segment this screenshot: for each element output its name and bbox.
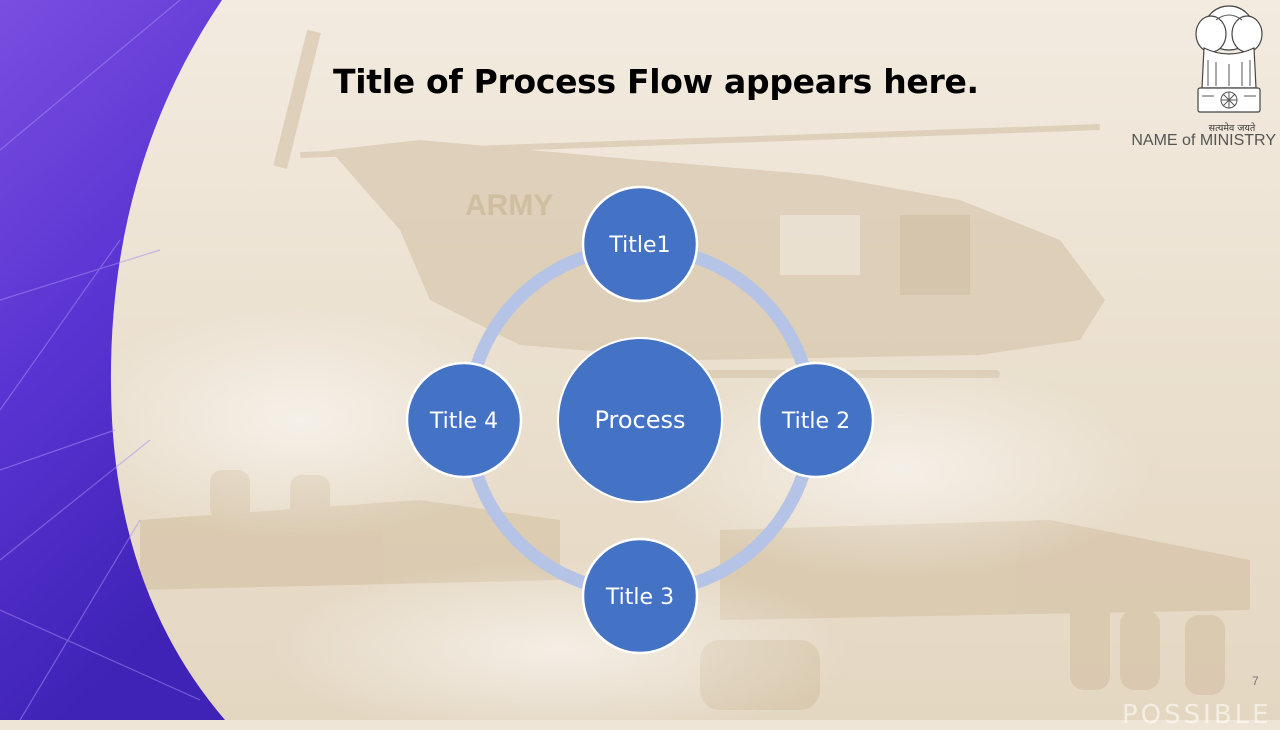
slide-title: Title of Process Flow appears here.: [333, 62, 979, 101]
purple-accent-band: [0, 0, 225, 720]
center-node-label: Process: [594, 406, 685, 434]
node-title-4[interactable]: Title 4: [405, 361, 523, 479]
army-text: ARMY: [465, 189, 553, 222]
slide-number: 7: [1252, 674, 1259, 688]
node-title-1-label: Title1: [608, 233, 670, 258]
ministry-name: NAME of MINISTRY: [1131, 132, 1276, 149]
national-emblem-icon: [1195, 5, 1263, 113]
emblem-motto: सत्यमेव जयते: [1208, 123, 1256, 134]
node-title-2-label: Title 2: [781, 409, 850, 434]
node-title-1[interactable]: Title1: [581, 185, 699, 303]
node-title-3-label: Title 3: [605, 585, 674, 610]
helicopter-photo: [273, 29, 1105, 378]
node-title-2[interactable]: Title 2: [757, 361, 875, 479]
footer-brand: POSSIBLE: [1122, 700, 1272, 730]
node-title-4-label: Title 4: [429, 409, 498, 434]
node-title-3[interactable]: Title 3: [581, 537, 699, 655]
purple-band-lines: [0, 0, 201, 720]
center-node[interactable]: Process: [557, 337, 723, 503]
